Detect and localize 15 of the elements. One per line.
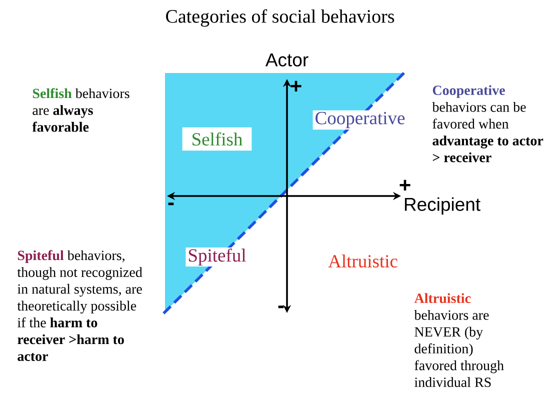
- plus-sign: +: [290, 80, 302, 92]
- note-text: Altruistic behaviors are NEVER (by definition) favored through individual RS: [414, 293, 504, 388]
- minus-sign: -: [278, 306, 284, 308]
- plus-sign: +: [400, 180, 410, 190]
- axis-label: Recipient: [404, 197, 480, 215]
- region-label: Selfish: [182, 127, 252, 151]
- note-text: Spiteful behaviors, though not recognized in natural systems, are theoretically possible if the harm to receiver >harm to actor: [17, 250, 142, 361]
- region-label: Cooperative: [312, 110, 408, 130]
- region-label: Spiteful: [186, 248, 248, 266]
- note-text: Cooperative behaviors can be favored when advantage to actor > receiver: [432, 85, 544, 162]
- axis-label: Actor: [265, 54, 308, 66]
- title: Categories of social behaviors: [166, 9, 394, 27]
- note-text: Selfish behaviors are always favorable: [32, 88, 130, 132]
- minus-sign: -: [168, 202, 174, 206]
- region-label: Altruistic: [326, 253, 400, 268]
